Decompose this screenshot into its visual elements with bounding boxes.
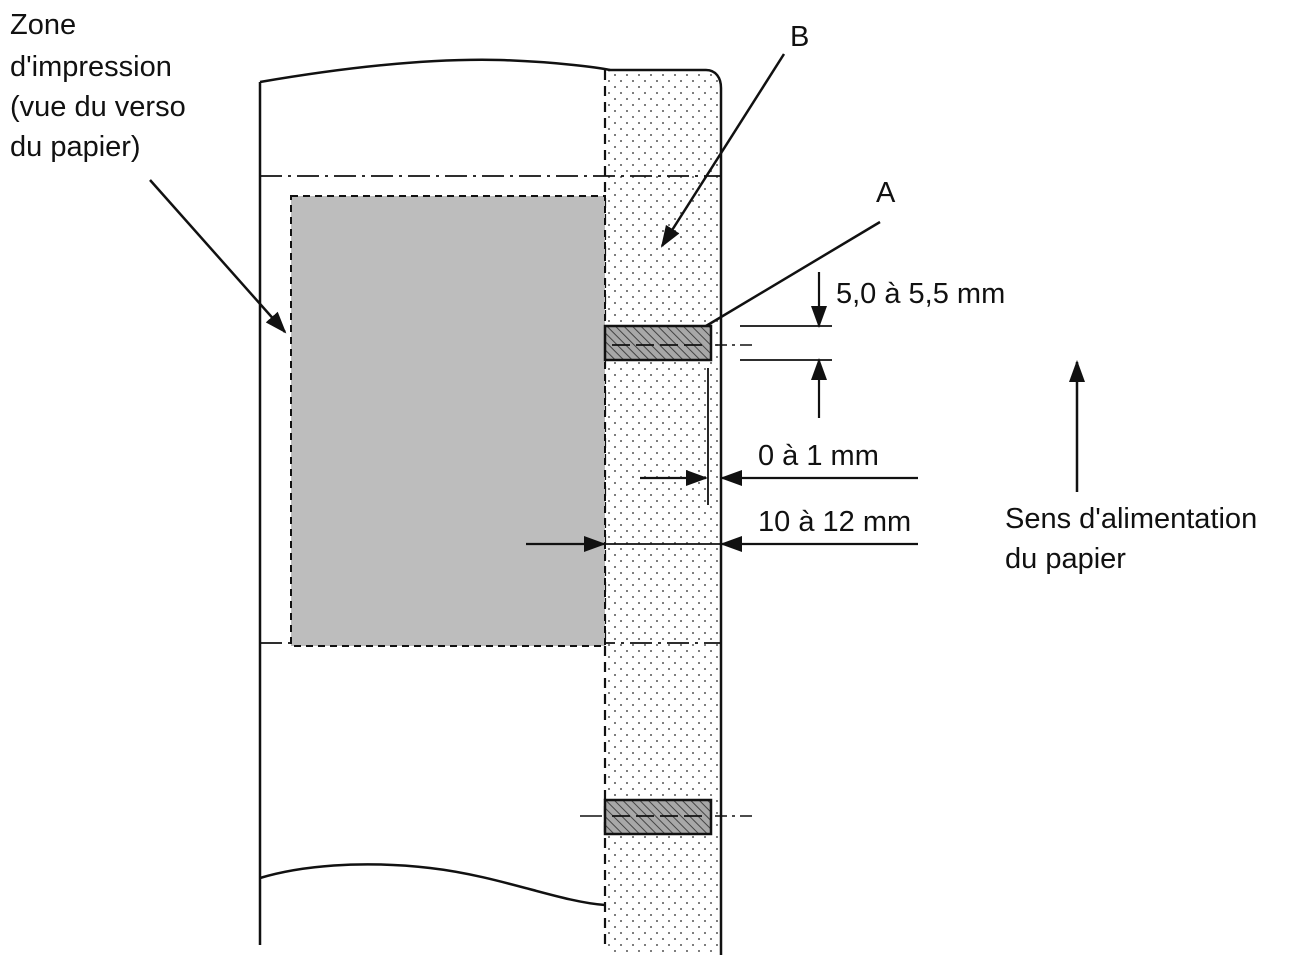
print-zone-label-line2: d'impression [10, 51, 172, 83]
print-zone-label-line4: du papier) [10, 131, 141, 163]
leader-print-zone [149, 179, 287, 334]
dim-mark-height-label: 5,0 à 5,5 mm [836, 278, 1005, 310]
feed-direction-label: Sens d'alimentation du papier [1005, 503, 1257, 575]
label-a: A [876, 177, 896, 209]
print-zone-label-line3: (vue du verso [10, 91, 186, 123]
dim-mark-width-label: 10 à 12 mm [758, 506, 911, 538]
print-zone-label: Zone d'impression (vue du verso du papie… [10, 9, 186, 163]
label-b: B [790, 21, 809, 53]
paper-sheet [258, 58, 611, 945]
leader-b [660, 53, 786, 248]
leader-a [705, 220, 881, 328]
dim-mark-offset-label: 0 à 1 mm [758, 440, 879, 472]
print-zone-label-line1: Zone [10, 9, 76, 41]
feed-direction-label-line1: Sens d'alimentation [1005, 503, 1257, 535]
print-zone-area [290, 195, 606, 647]
mark-a [603, 324, 752, 362]
dim-mark-height [740, 272, 832, 418]
dim-mark-offset [640, 368, 918, 505]
mark-lower [580, 798, 756, 836]
feed-direction-label-line2: du papier [1005, 543, 1126, 575]
